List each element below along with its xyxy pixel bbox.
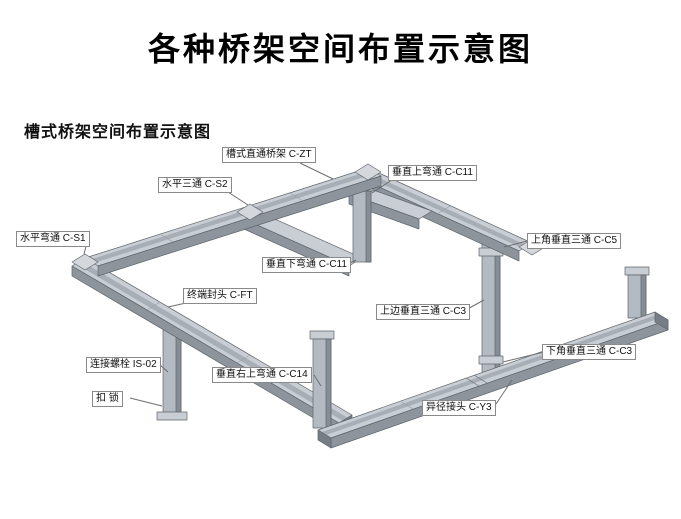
upper-right-run [354, 167, 533, 262]
support-post-left [156, 325, 188, 421]
vertical-post-center [309, 330, 335, 429]
label-reducer-joint: 异径接头 C-Y3 [422, 400, 496, 416]
label-end-cap: 终端封头 C-FT [183, 288, 257, 304]
vertical-stub-far-right [624, 266, 650, 319]
label-upper-side-vertical-tee: 上边垂直三通 C-C3 [376, 304, 471, 320]
label-connecting-bolt: 连接螺栓 IS-02 [86, 357, 161, 373]
label-horizontal-tee: 水平三通 C-S2 [158, 177, 232, 193]
label-vertical-right-up-bend: 垂直右上弯通 C-C14 [212, 367, 312, 383]
label-vertical-up-bend: 垂直上弯通 C-C11 [388, 165, 477, 181]
label-straight-tray: 槽式直通桥架 C-ZT [222, 147, 316, 163]
label-vertical-down-bend: 垂直下弯通 C-C11 [262, 257, 351, 273]
label-upper-corner-vertical-tee: 上角垂直三通 C-C5 [527, 233, 622, 249]
label-horizontal-bend: 水平弯通 C-S1 [16, 231, 90, 247]
label-buckle-lock: 扣 锁 [92, 391, 123, 407]
corner-fittings [71, 163, 546, 271]
section-subtitle: 槽式桥架空间布置示意图 [24, 124, 212, 141]
vertical-drop-right [478, 235, 504, 375]
page-title: 各种桥架空间布置示意图 [147, 31, 533, 67]
label-lower-corner-vertical-tee: 下角垂直三通 C-C3 [542, 344, 637, 360]
upper-left-run [84, 167, 382, 277]
